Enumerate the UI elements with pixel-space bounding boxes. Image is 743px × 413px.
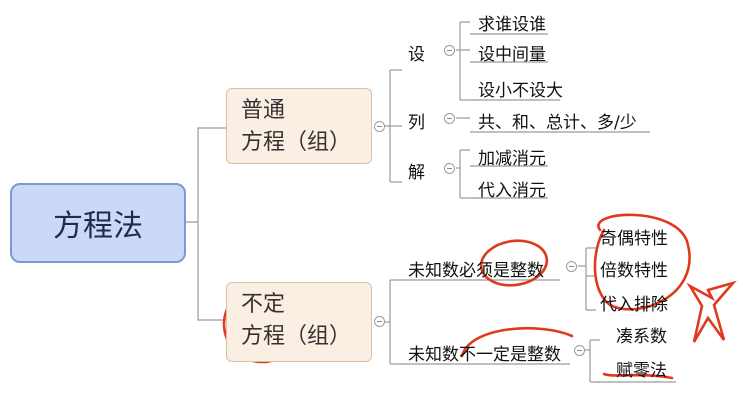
leaf-item[interactable]: 倍数特性 bbox=[600, 261, 668, 281]
leaf-item[interactable]: 加减消元 bbox=[478, 149, 546, 169]
leaf-item[interactable]: 赋零法 bbox=[616, 361, 667, 381]
leaf-item[interactable]: 设中间量 bbox=[478, 45, 546, 65]
branch-node-indefinite-equation[interactable]: 不定 方程（组） bbox=[226, 282, 372, 362]
branch-label-line1: 不定 bbox=[241, 292, 286, 317]
root-label: 方程法 bbox=[53, 209, 143, 244]
collapse-toggle[interactable] bbox=[566, 261, 577, 272]
collapse-toggle[interactable] bbox=[444, 45, 455, 56]
leaf-item[interactable]: 代入排除 bbox=[600, 295, 668, 315]
collapse-toggle[interactable] bbox=[574, 345, 585, 356]
collapse-toggle[interactable] bbox=[444, 163, 455, 174]
leaf-item[interactable]: 奇偶特性 bbox=[600, 229, 668, 249]
leaf-item[interactable]: 凑系数 bbox=[616, 327, 667, 347]
child-label-must-be-integer[interactable]: 未知数必须是整数 bbox=[408, 261, 544, 281]
child-label-solve[interactable]: 解 bbox=[408, 163, 425, 183]
branch-label-line2: 方程（组） bbox=[241, 324, 352, 349]
child-label-not-necessarily-integer[interactable]: 未知数不一定是整数 bbox=[408, 345, 561, 365]
leaf-item[interactable]: 求谁设谁 bbox=[478, 15, 546, 35]
branch-label-line1: 普通 bbox=[241, 98, 286, 123]
collapse-toggle[interactable] bbox=[444, 113, 455, 124]
child-label-list[interactable]: 列 bbox=[408, 113, 425, 133]
child-label-set[interactable]: 设 bbox=[408, 45, 425, 65]
branch-node-ordinary-equation[interactable]: 普通 方程（组） bbox=[226, 88, 372, 164]
leaf-item[interactable]: 设小不设大 bbox=[478, 81, 563, 101]
leaf-item[interactable]: 代入消元 bbox=[478, 181, 546, 201]
leaf-item[interactable]: 共、和、总计、多/少 bbox=[478, 113, 637, 133]
collapse-toggle[interactable] bbox=[374, 316, 385, 327]
root-node[interactable]: 方程法 bbox=[10, 183, 186, 263]
collapse-toggle[interactable] bbox=[374, 121, 385, 132]
branch-label-line2: 方程（组） bbox=[241, 130, 352, 155]
